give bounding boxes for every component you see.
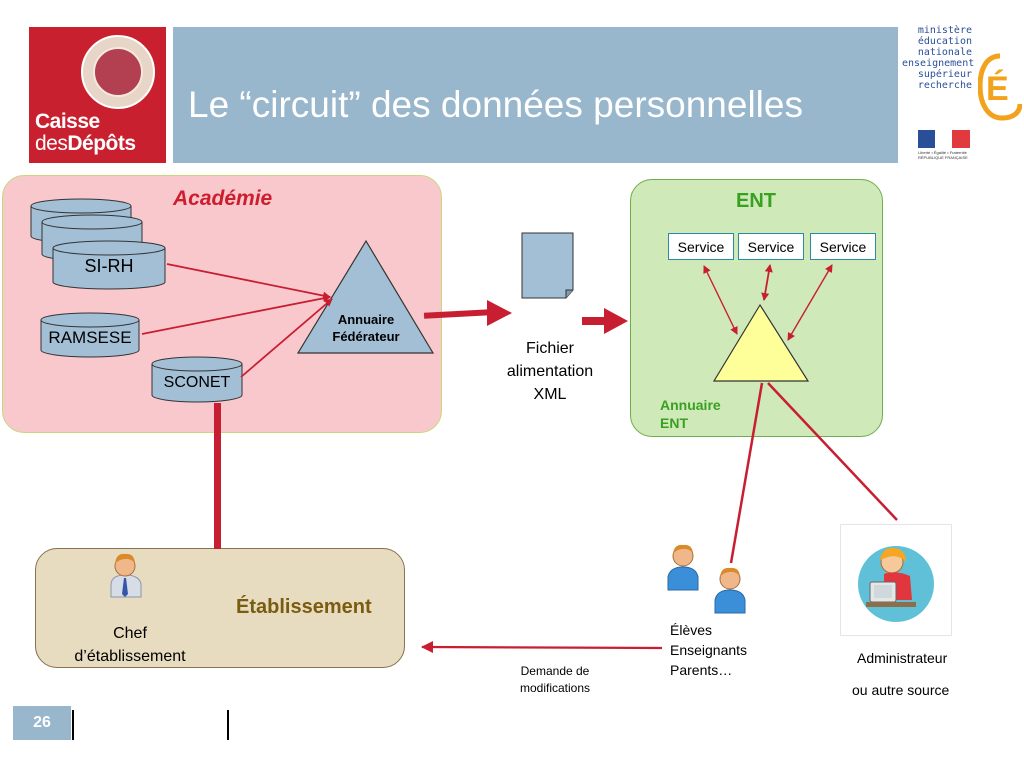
svg-text:É: É [986, 70, 1009, 108]
arrow-demande-modifications [421, 641, 663, 654]
caisse-des-depots-logo: Caisse desDépôts [29, 27, 166, 163]
annuaire-ent-triangle [712, 303, 810, 382]
user-person-icon [667, 544, 699, 591]
arrow-ramsese-to-federateur [141, 294, 331, 335]
administrateur-label: Administrateur [857, 650, 948, 666]
service-box-3: Service [810, 233, 876, 260]
ramsese-label: RAMSESE [48, 328, 132, 347]
link-annuaire-users [729, 382, 764, 564]
arrow-fichier-to-ent [582, 308, 628, 334]
fichier-xml-label: Fichier alimentation XML [506, 340, 594, 403]
ent-title: ENT [736, 190, 776, 212]
ministry-logo-text: ministère éducation nationale enseigneme… [902, 25, 975, 91]
logo-text-line1: Caisse [35, 110, 100, 133]
sconet-database-icon [151, 356, 243, 403]
annuaire-federateur-triangle [296, 239, 435, 354]
administrator-computer-icon [858, 546, 934, 622]
user-person-icon-2 [714, 567, 746, 614]
service-box-1: Service [668, 233, 734, 260]
arrow-sirh-to-federateur [166, 263, 331, 300]
ministry-e-logo-icon: É [978, 53, 1022, 121]
ent-panel [630, 179, 883, 437]
ramsese-database-icon [40, 312, 140, 358]
chef-person-icon [110, 553, 142, 598]
xml-file-icon [521, 232, 574, 299]
demande-modifications-label: Demande de modifications [519, 664, 591, 695]
sirh-label: SI-RH [84, 256, 134, 276]
footer-divider-2 [227, 710, 229, 740]
seal-icon [81, 35, 155, 109]
sirh-database-icon [30, 198, 166, 290]
autre-source-label: ou autre source [852, 682, 950, 698]
chef-etablissement-label: Chef d’établissement [74, 625, 186, 665]
arrow-federateur-to-fichier [423, 300, 512, 326]
etablissement-title: Établissement [236, 596, 372, 618]
link-annuaire-admin [767, 382, 898, 521]
users-label: Élèves Enseignants Parents… [670, 622, 748, 678]
arrow-sconet-to-federateur [240, 298, 333, 378]
logo-text-line2: desDépôts [35, 132, 136, 155]
academie-title: Académie [173, 187, 273, 210]
service-box-2: Service [738, 233, 804, 260]
page-number: 26 [13, 706, 71, 740]
arrow-service2-annuaire [761, 264, 773, 301]
slide-title: Le “circuit” des données personnelles [188, 84, 803, 125]
republique-francaise-text: Liberté • Égalité • Fraternité RÉPUBLIQU… [918, 150, 968, 160]
arrow-service1-annuaire [703, 265, 738, 335]
sconet-label: SCONET [163, 374, 231, 391]
link-sconet-etablissement [214, 403, 221, 549]
footer-divider [72, 710, 74, 740]
annuaire-ent-label: Annuaire ENT [660, 397, 721, 431]
header-bar [173, 27, 898, 163]
annuaire-federateur-label: Annuaire Fédérateur [332, 312, 400, 344]
republique-francaise-flag-icon [918, 130, 970, 148]
arrow-service3-annuaire [787, 264, 833, 341]
